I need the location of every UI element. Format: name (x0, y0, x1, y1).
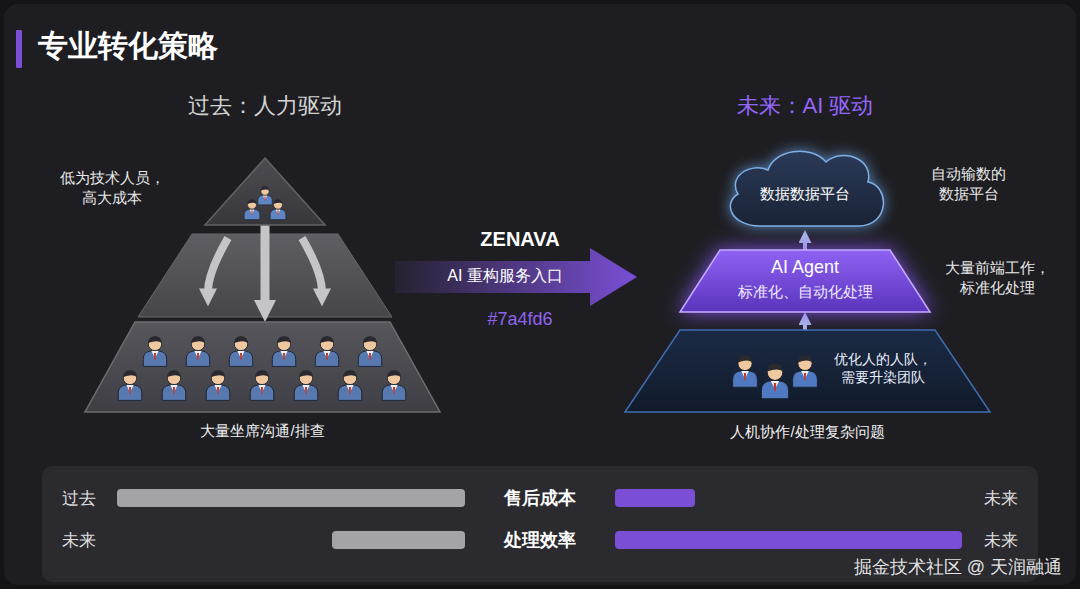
layer-caption: 人机协作/处理复杂问题 (625, 422, 990, 442)
person-icon (733, 355, 758, 387)
pyramid-bottom-tier: 大量坐席沟通/排查 (85, 322, 440, 412)
ai-agent-layer: AI Agent标准化、自动化处理大量前端工作， 标准化处理 (680, 250, 930, 312)
flow-arrow (302, 238, 322, 292)
people-group (733, 355, 818, 398)
node-shape (680, 250, 930, 312)
side-note: 大量前端工作， 标准化处理 (938, 258, 1056, 297)
person-icon (250, 370, 273, 400)
person-icon (162, 370, 185, 400)
node-shape (85, 322, 440, 412)
color-code: #7a4fd6 (455, 308, 585, 331)
person-icon (382, 370, 405, 400)
person-icon (229, 336, 252, 366)
side-note: 自动输数的 数据平台 (906, 164, 1031, 203)
title-text: 专业转化策略 (38, 26, 218, 65)
person-icon (793, 355, 818, 387)
section-heading: 过去：人力驱动 (188, 92, 342, 121)
person-icon (118, 370, 141, 400)
node-outline (85, 322, 440, 412)
title-accent-bar (16, 30, 22, 68)
person-icon (294, 370, 317, 400)
person-icon (270, 199, 286, 219)
people-group (118, 336, 405, 400)
metric-name: 售后成本 (504, 487, 576, 510)
person-icon (244, 199, 260, 219)
person-icon (143, 336, 166, 366)
node-shape (625, 330, 990, 412)
flow-connector (803, 240, 807, 250)
card-panel (4, 4, 1076, 585)
node-outline (205, 158, 325, 225)
pyramid-top-tier: 低为技术人员， 高大成本 (205, 158, 325, 225)
person-icon (761, 364, 788, 399)
person-icon (338, 370, 361, 400)
person-icon (315, 336, 338, 366)
watermark: 掘金技术社区 @ 天润融通 (854, 556, 1062, 579)
person-icon (258, 186, 272, 204)
layer-title: AI Agent (680, 256, 930, 279)
tier-note: 低为技术人员， 高大成本 (37, 168, 187, 207)
flow-connector (261, 225, 270, 304)
node-shape (205, 158, 325, 225)
past-cost-bar (117, 489, 465, 507)
section-heading: 未来：AI 驱动 (737, 92, 874, 121)
brand-name: ZENAVA (455, 226, 585, 252)
future-cost-bar (615, 489, 695, 507)
transform-arrow: ZENAVA AI 重构服务入口 #7a4fd6 (395, 226, 640, 332)
past-efficiency-bar (332, 531, 465, 549)
layer-body: 标准化、自动化处理 (680, 282, 930, 302)
person-icon (358, 336, 381, 366)
arrow-label: AI 重构服务入口 (415, 266, 595, 287)
tier-caption: 大量坐席沟通/排查 (85, 421, 440, 441)
row-label: 未来 (984, 488, 1018, 510)
layer-body: 优化人的人队， 需要升染团队 (830, 350, 935, 386)
row-label: 过去 (62, 488, 96, 510)
person-icon (272, 336, 295, 366)
person-icon (206, 370, 229, 400)
data-platform-cloud: 数据数据平台自动输数的 数据平台 (718, 142, 892, 230)
person-icon (186, 336, 209, 366)
node-outline (625, 330, 990, 412)
row-label: 未来 (984, 530, 1018, 552)
cloud-label: 数据数据平台 (718, 184, 892, 204)
people-group (244, 186, 286, 219)
node-shape (395, 248, 637, 306)
flow-arrow (208, 238, 228, 292)
row-label: 未来 (62, 530, 96, 552)
future-efficiency-bar (615, 531, 962, 549)
flow-connector (803, 322, 807, 330)
metric-name: 处理效率 (504, 529, 576, 552)
team-layer: 优化人的人队， 需要升染团队人机协作/处理复杂问题 (625, 330, 990, 412)
